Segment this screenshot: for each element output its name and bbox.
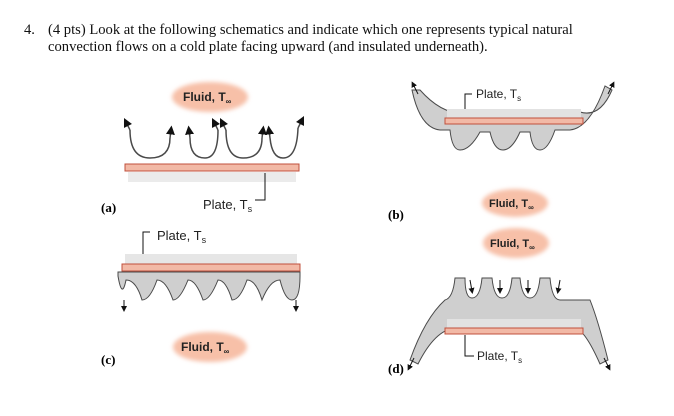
svg-text:Fluid, T∞: Fluid, T∞ xyxy=(489,198,534,212)
option-label-b: (b) xyxy=(388,207,404,222)
fluid-cloud-c: Fluid, T∞ xyxy=(173,332,247,362)
svg-text:Fluid, T∞: Fluid, T∞ xyxy=(183,90,232,106)
plate-speckle-a xyxy=(128,172,296,182)
question-line-2: convection flows on a cold plate facing … xyxy=(48,39,488,55)
plate-label-b: Plate, Ts xyxy=(476,87,521,103)
flow-loops-c xyxy=(117,271,301,302)
svg-text:Fluid, T∞: Fluid, T∞ xyxy=(181,340,230,356)
schematic-a: Fluid, T∞ Plate, Ts (a) xyxy=(101,82,305,215)
flow-loops-a xyxy=(123,115,305,159)
plate-b xyxy=(444,117,584,125)
schematic-d: Fluid, T∞ Plate, Ts (d) xyxy=(388,228,611,376)
plate-d xyxy=(444,327,584,335)
plate-label-c: Plate, Ts xyxy=(157,228,207,245)
plate-c xyxy=(121,263,301,272)
schematic-b: Plate, Ts Fluid, T∞ (b) xyxy=(388,81,615,222)
plate-speckle-c xyxy=(125,254,297,264)
schematic-c: Plate, Ts Fluid, T∞ (c) xyxy=(101,228,301,367)
plate-label-d: Plate, Ts xyxy=(477,349,522,365)
plate-label-a: Plate, Ts xyxy=(203,197,253,214)
plate-a xyxy=(124,163,300,172)
option-label-d: (d) xyxy=(388,361,404,376)
fluid-cloud-b: Fluid, T∞ xyxy=(482,189,548,217)
plate-speckle-d xyxy=(447,319,581,328)
option-label-c: (c) xyxy=(101,352,115,367)
question-line-1: (4 pts) Look at the following schematics… xyxy=(48,22,573,38)
svg-text:Fluid, T∞: Fluid, T∞ xyxy=(490,238,535,252)
fluid-cloud-a: Fluid, T∞ xyxy=(172,82,248,112)
option-label-a: (a) xyxy=(101,200,116,215)
plate-speckle-b xyxy=(447,109,581,118)
question-number: 4. xyxy=(24,22,35,38)
fluid-cloud-d: Fluid, T∞ xyxy=(483,228,549,258)
